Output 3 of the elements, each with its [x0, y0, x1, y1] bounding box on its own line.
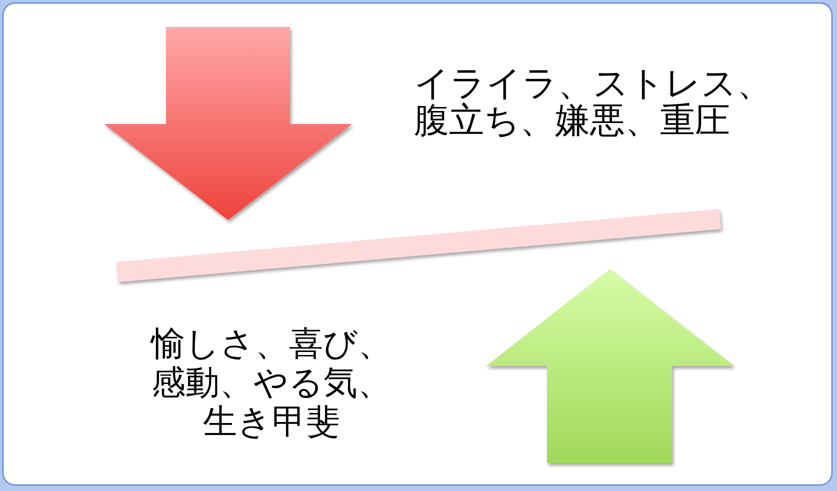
tilted-bar: [116, 209, 721, 282]
label-text: 愉しさ、喜び、感動、やる気、生き甲斐: [149, 325, 393, 442]
label-text: イライラ、ストレス、腹立ち、嫌悪、重圧: [414, 66, 773, 140]
